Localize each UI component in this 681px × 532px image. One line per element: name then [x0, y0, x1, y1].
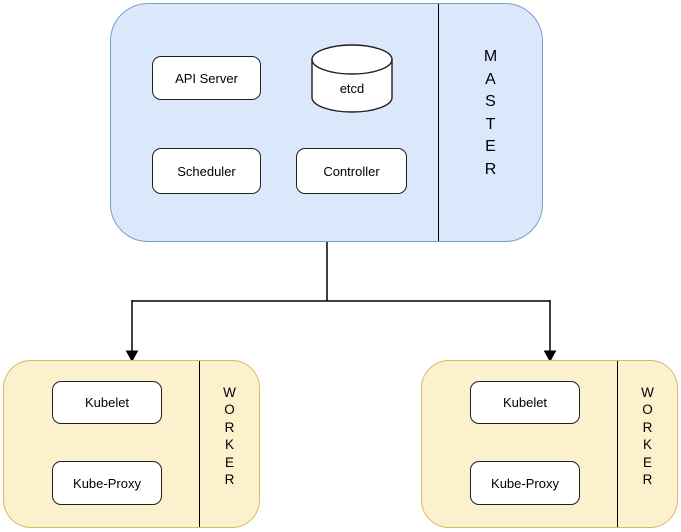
- worker1-kubelet-label: Kubelet: [84, 395, 130, 410]
- etcd-cylinder: etcd: [310, 43, 394, 114]
- worker2-kubelet-box: Kubelet: [470, 381, 580, 424]
- cylinder-icon: [311, 44, 393, 113]
- worker1-kubeproxy-box: Kube-Proxy: [52, 461, 162, 505]
- worker2-kubeproxy-box: Kube-Proxy: [470, 461, 580, 505]
- worker2-kubelet-label: Kubelet: [502, 395, 548, 410]
- controller-box: Controller: [296, 148, 407, 194]
- scheduler-label: Scheduler: [177, 163, 236, 179]
- api-server-box: API Server: [152, 56, 261, 100]
- worker1-divider: [199, 361, 200, 527]
- master-divider: [438, 4, 439, 241]
- etcd-label: etcd: [339, 81, 365, 96]
- worker2-kubeproxy-label: Kube-Proxy: [491, 475, 559, 491]
- scheduler-box: Scheduler: [152, 148, 261, 194]
- api-server-label: API Server: [175, 70, 238, 86]
- worker1-kubelet-box: Kubelet: [52, 381, 162, 424]
- controller-label: Controller: [323, 163, 380, 179]
- worker1-kubeproxy-label: Kube-Proxy: [73, 475, 141, 491]
- worker2-divider: [617, 361, 618, 527]
